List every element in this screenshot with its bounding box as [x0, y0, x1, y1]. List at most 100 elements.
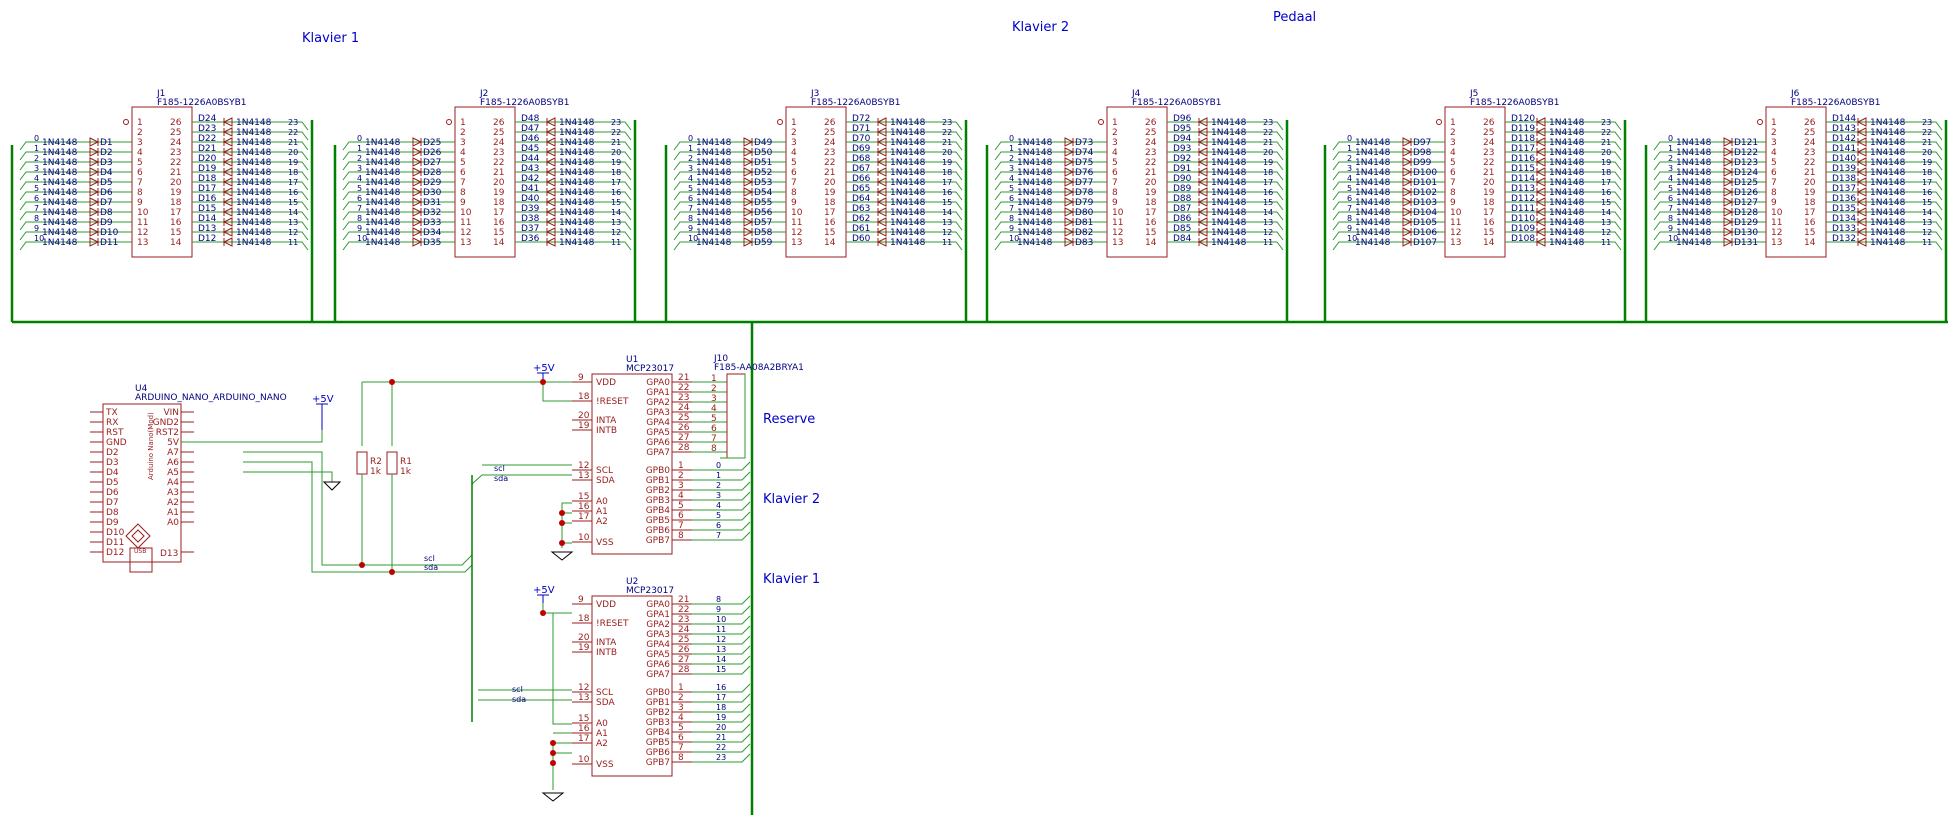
diode-ref: D113 [1511, 184, 1535, 194]
diode-symbol [1197, 197, 1208, 207]
diode-ref: D44 [521, 154, 540, 164]
gpa-wire [692, 615, 751, 625]
diode-ref: D127 [1734, 198, 1758, 208]
diode-symbol [1535, 227, 1546, 237]
connector-pin: 15 [493, 228, 504, 238]
arduino-pin-label: TX [105, 408, 118, 418]
diode-wire [19, 141, 132, 151]
diode-part: 1N4148 [1211, 168, 1247, 178]
diode-symbol [1856, 227, 1867, 237]
expander-pin-num: 17 [578, 512, 589, 522]
diode-wire [1653, 241, 1766, 251]
diode-symbol [1535, 167, 1546, 177]
expander-pin-num: 12 [578, 461, 589, 471]
diode-symbol [1064, 217, 1075, 227]
diode-ref: D56 [754, 208, 773, 218]
pin1-marker [446, 119, 452, 125]
diode-part: 1N4148 [42, 228, 78, 238]
diode-symbol [1197, 217, 1208, 227]
diode-symbol [1064, 147, 1075, 157]
expander-pin-name: SCL [596, 466, 613, 476]
diode-symbol [1197, 187, 1208, 197]
diode-ref: D70 [852, 134, 871, 144]
gpa-wire [692, 665, 751, 675]
connector-pin: 6 [1771, 168, 1777, 178]
expander-pin-name: GPA7 [646, 670, 670, 680]
diode-symbol [743, 227, 754, 237]
diode-symbol [89, 137, 100, 147]
connector-pin: 26 [1145, 118, 1157, 128]
bus-number: 10 [1347, 234, 1357, 243]
diode-part: 1N4148 [1211, 118, 1247, 128]
diode-symbol [412, 147, 423, 157]
bus-number: 18 [942, 168, 952, 177]
diode-part: 1N4148 [1676, 198, 1712, 208]
diode-ref: D73 [1075, 138, 1093, 148]
diode-symbol [545, 167, 556, 177]
diode-symbol [89, 217, 100, 227]
connector-pin: 21 [1483, 168, 1494, 178]
connector-pin: 26 [1804, 118, 1816, 128]
connector-pin: 11 [137, 218, 148, 228]
diode-wire [846, 141, 963, 151]
expander-pin-name: GPA0 [646, 600, 670, 610]
diode-wire [1826, 211, 1943, 221]
diode-part: 1N4148 [696, 138, 732, 148]
expander-pin-num: 3 [678, 481, 684, 491]
diode-ref: D93 [1173, 144, 1191, 154]
diode-part: 1N4148 [236, 118, 272, 128]
diode-ref: D58 [754, 228, 773, 238]
diode-wire [515, 121, 632, 131]
arduino-part: ARDUINO_NANO_ARDUINO_NANO [135, 393, 287, 403]
diode-symbol [743, 207, 754, 217]
diode-part: 1N4148 [1017, 238, 1053, 248]
arduino-pin-label: GND2 [153, 418, 179, 428]
connector-pin: 14 [824, 238, 836, 248]
expander-pin-name: GPB1 [646, 698, 670, 708]
diode-symbol [743, 217, 754, 227]
expander-pin-num: 16 [578, 724, 590, 734]
connector-frame [985, 120, 1289, 322]
connector-pin: 19 [824, 188, 836, 198]
diode-ref: D102 [1413, 188, 1437, 198]
connector-pin: 24 [1804, 138, 1816, 148]
connector-pin: 24 [493, 138, 505, 148]
diode-wire [1332, 231, 1445, 241]
connector-pin: 19 [1145, 188, 1157, 198]
connector-pin: 22 [1145, 158, 1156, 168]
diode-part: 1N4148 [559, 148, 595, 158]
diode-wire [994, 231, 1107, 241]
connector-pin: 26 [170, 118, 182, 128]
connector-pin: 4 [791, 148, 797, 158]
expander-pin-name: GPA1 [646, 610, 670, 620]
connector-pin: 4 [1450, 148, 1456, 158]
diode-wire [673, 181, 786, 191]
connector-pin: 5 [460, 158, 466, 168]
connector-pin: 13 [1112, 238, 1123, 248]
diode-ref: D112 [1511, 194, 1535, 204]
bus-number: 23 [942, 118, 952, 127]
diode-part: 1N4148 [1676, 178, 1712, 188]
bus-number: 6 [34, 194, 39, 203]
expander-pin-name: GPA3 [646, 630, 670, 640]
bus-number: 3 [1668, 164, 1673, 173]
diode-wire [1505, 141, 1622, 151]
diode-wire [1826, 161, 1943, 171]
diode-ref: D135 [1832, 204, 1856, 214]
diode-wire [673, 211, 786, 221]
diode-ref: D25 [423, 138, 441, 148]
diode-symbol [222, 157, 233, 167]
diode-symbol [876, 187, 887, 197]
connector-pin: 13 [460, 238, 471, 248]
expander-pin-num: 10 [578, 755, 590, 765]
expander-pin-name: GPB0 [646, 688, 671, 698]
diode-symbol [1197, 137, 1208, 147]
connector-pin: 21 [824, 168, 835, 178]
expander-pin-name: INTA [596, 416, 617, 426]
diode-part: 1N4148 [559, 118, 595, 128]
diode-wire [994, 171, 1107, 181]
arduino-pin-label: D4 [106, 468, 119, 478]
diode-wire [1167, 121, 1284, 131]
expander-pin-num: 21 [678, 373, 689, 383]
